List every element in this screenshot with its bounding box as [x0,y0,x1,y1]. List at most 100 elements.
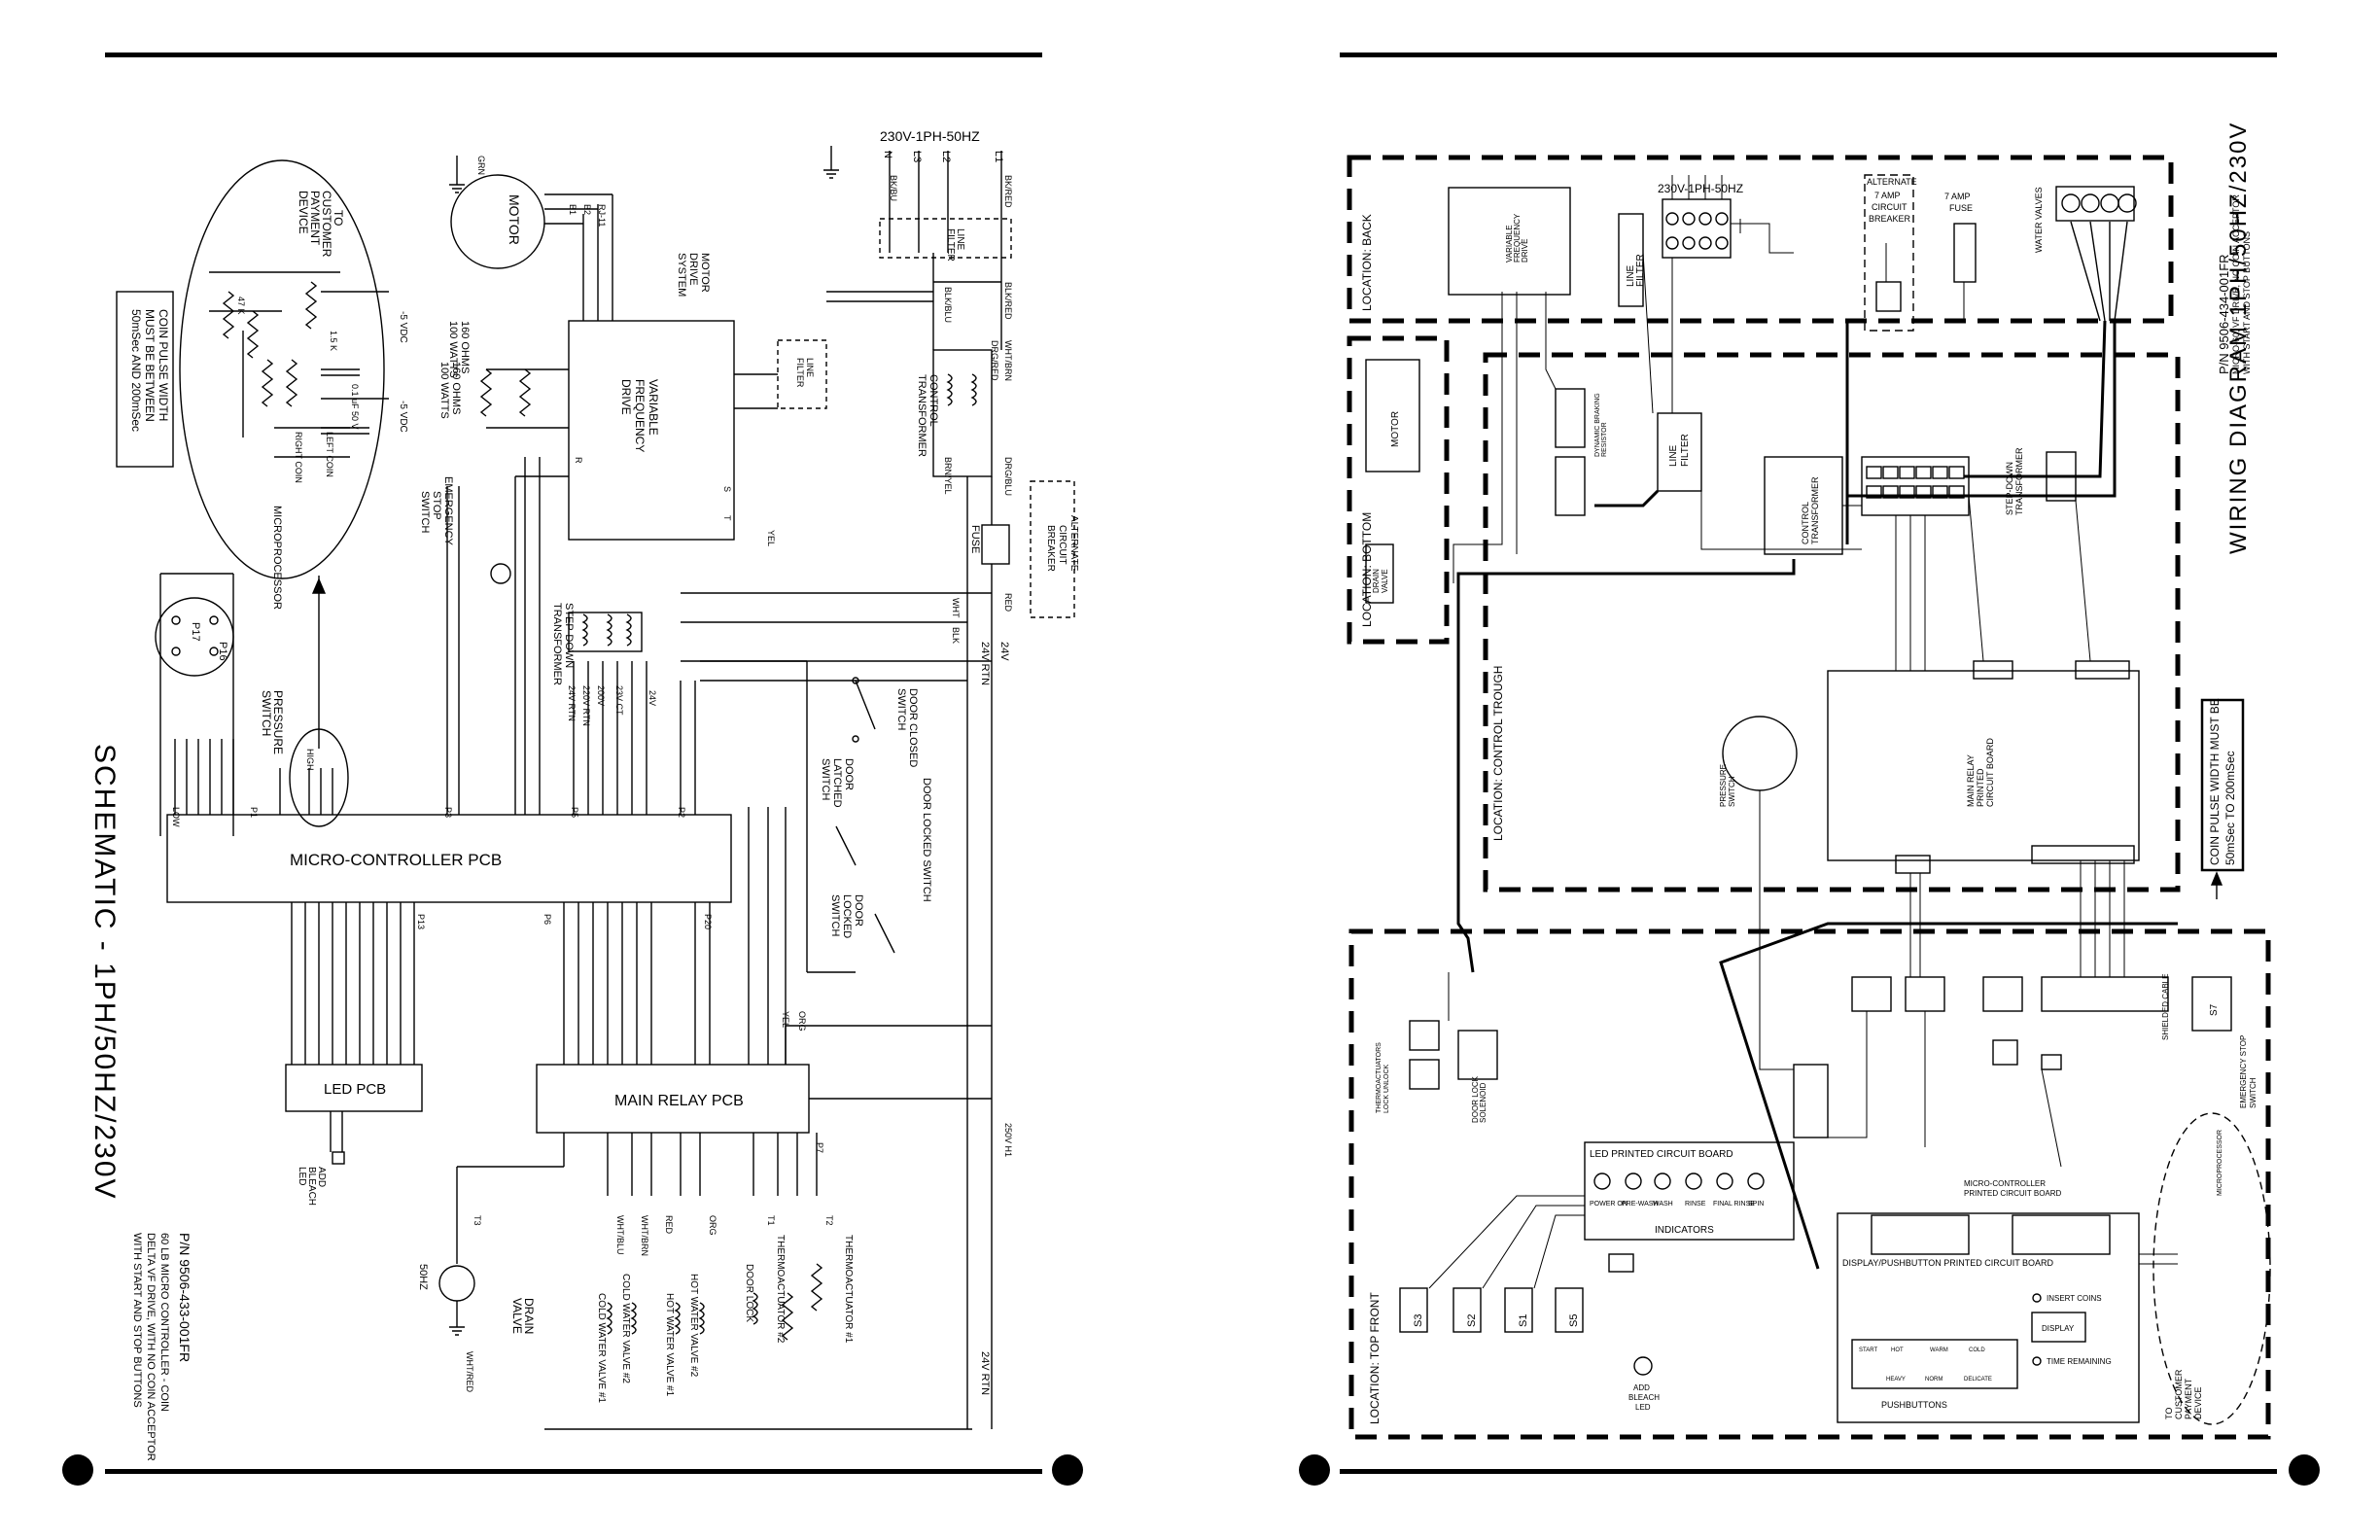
diagram-label: WHT [951,598,961,618]
coin-note-2: MUST BE BETWEEN [143,309,157,422]
diagram-label: ORG [797,1011,807,1032]
diagram-label: 24V RTN [979,1351,991,1395]
diagram-label: BLEACH [306,1167,317,1206]
diagram-label: RED [1003,593,1013,612]
diagram-label: 47 K [236,297,246,315]
diagram-label: S2 [1466,1314,1478,1327]
diagram-label: 100 WATTS [447,321,459,378]
diagram-label: 250V H1 [1003,1123,1013,1157]
diagram-label: 7 AMP [1944,192,1971,201]
diagram-label: DRAIN [1372,569,1381,593]
diagram-label: VALVE [1381,569,1389,593]
diagram-label: STOP [431,491,442,520]
diagram-label: BLK/RED [1003,282,1013,320]
diagram-label: P5 [570,807,579,818]
drain-valve-coil [438,1265,475,1302]
diagram-label: P13 [416,914,426,929]
diagram-label: DISPLAY [2042,1324,2075,1333]
diagram-label: DRIVE [619,379,633,415]
diagram-label: S5 [1568,1314,1580,1327]
diagram-label: P17 [190,622,201,642]
binder-hole-1 [62,1454,93,1486]
diagram-label: SPIN [1748,1201,1764,1208]
diagram-label: SWITCH [895,688,907,730]
diagram-label: STEP-DOWN [2005,462,2014,515]
diagram-label: BLEACH [1628,1393,1660,1402]
diagram-label: RJ-11 [597,204,607,227]
diagram-label: HEAVY [1886,1377,1906,1382]
valve-label-4: HOT WATER VALVE #2 [688,1274,699,1378]
alt-breaker-7amp [1864,174,1914,332]
diagram-label: LOCATION: CONTROL TROUGH [1491,666,1505,841]
step-down-label: STEP-DOWN [563,603,575,668]
diagram-label: POWER ON [1590,1201,1628,1208]
diagram-label: SWITCH [2249,1077,2258,1108]
diagram-label: RINSE [1685,1201,1706,1208]
diagram-label: YEL [766,530,776,546]
diagram-label: 100 WATTS [438,362,450,419]
diagram-label: TO [2164,1408,2174,1419]
motor [450,174,545,269]
control-transformer [932,349,993,477]
diagram-label: N [882,151,893,158]
diagram-label: LINE [1626,264,1636,287]
diagram-label: WHT/BRN [1003,340,1013,381]
diagram-label: P1 [249,807,259,818]
diagram-label: MOTOR [699,253,711,293]
diagram-label: BREAKER [1045,525,1056,572]
drain-valve-box [1365,543,1394,604]
coin-interface-ellipse [179,159,385,579]
diagram-label: LOCATION: BOTTOM [1360,512,1374,627]
diagram-label: MICROPROCESSOR [2217,1130,2223,1196]
diagram-label: 24V [998,642,1010,661]
control-transformer-label: CONTROL [928,374,939,427]
micro-controller-pcb-label: MICRO-CONTROLLER PCB [290,851,502,869]
diagram-label: LINE [1668,444,1679,467]
diagram-label: TRANSFORMER [2014,447,2024,515]
diagram-label: FILTER [945,228,956,262]
wiring-part-number: P/N 9506-434-001FR [2217,254,2231,374]
diagram-label: TIME REMAINING [2047,1357,2112,1366]
vfd-box [568,320,735,541]
door-closed-label: DOOR CLOSED [907,688,919,767]
micro-pins-top [174,457,696,815]
location-top-front [1348,928,2271,1440]
fuse [981,524,1010,565]
wiring-main-relay-board [1827,670,2140,861]
diagram-label: LOW [171,807,181,827]
diagram-label: LEFT COIN [325,432,334,477]
diagram-label: S7 [2209,1003,2220,1016]
diagram-label: DRIVE [687,253,699,286]
diagram-label: CIRCUIT [1872,202,1908,212]
diagram-label: SWITCH [260,690,273,736]
diagram-label: FREQUENCY [1513,213,1522,262]
valve-label-2: COLD WATER VALVE #2 [620,1274,631,1383]
diagram-label: PRINTED CIRCUIT BOARD [1964,1189,2062,1198]
wiring-desc-2: WITH START AND STOP BUTTONS [2242,231,2252,374]
diagram-label: BK/BU [889,175,898,201]
diagram-label: SWITCH [1728,776,1736,807]
diagram-label: BREAKER [1869,214,1911,224]
diagram-label: T1 [766,1215,776,1226]
schematic-part-number: P/N 9506-433-001FR [177,1233,192,1362]
braking-resistor-label: 160 OHMS [459,321,471,373]
customer-device-label: TO [332,210,345,226]
diagram-label: -5 VDC [398,401,408,433]
door-locked-switch-label: DOOR LOCKED SWITCH [921,778,932,902]
diagram-label: LED [1635,1403,1651,1412]
motor-label: MOTOR [507,194,522,245]
diagram-label: WATER VALVES [2034,187,2044,253]
diagram-label: DOOR LOCK [1471,1075,1480,1123]
diagram-label: B1 [568,204,578,215]
diagram-label: ADD [1633,1383,1650,1392]
schematic-desc-1: 60 LB MICRO CONTROLLER - COIN [158,1233,170,1412]
diagram-label: P20 [703,914,713,929]
diagram-label: CUSTOMER [320,191,333,258]
diagram-label: DISPLAY/PUSHBUTTON PRINTED CIRCUIT BOARD [1842,1258,2054,1268]
wiring-title: WIRING DIAGRAM 1PH/50HZ/230V [2225,122,2252,554]
coin-pulse-note-box [116,291,174,468]
diagram-label: B2 [582,204,592,215]
diagram-label: CONTROL [1801,502,1810,544]
diagram-label: L1 [993,151,1004,162]
schematic-desc-2: DELTA VF DRIVE, WITH NO COIN ACCEPTOR [145,1233,157,1461]
